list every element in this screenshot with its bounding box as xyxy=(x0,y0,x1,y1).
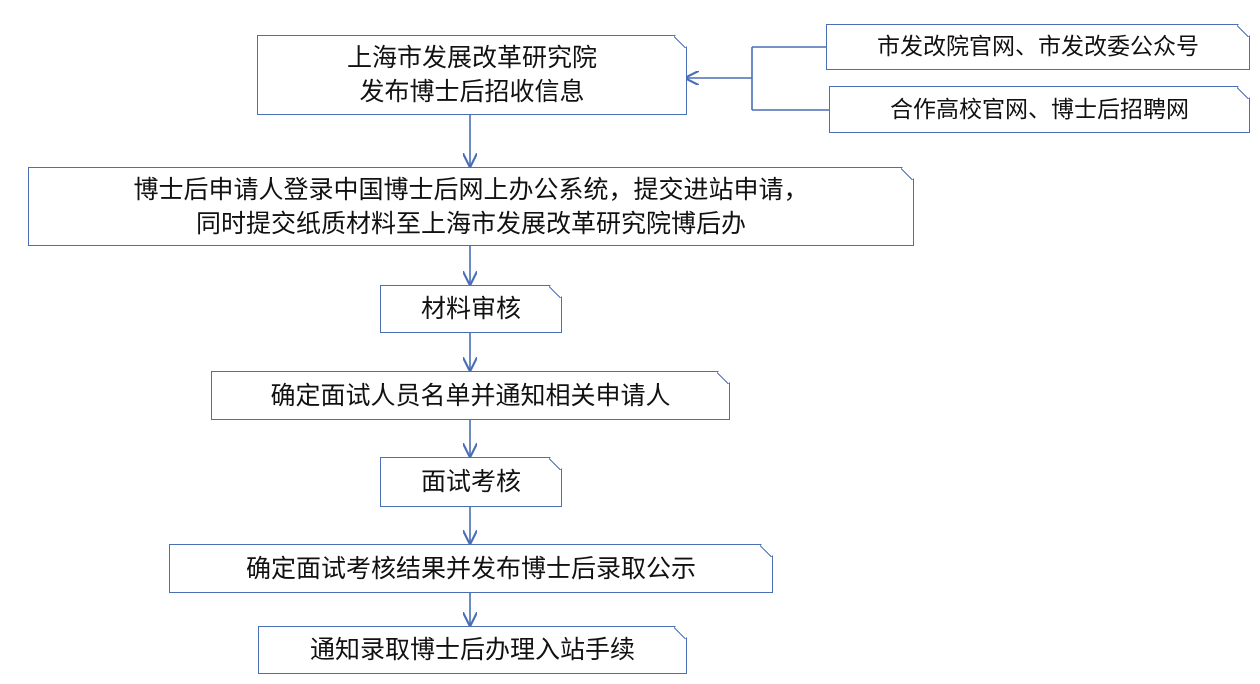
node-release-info: 上海市发展改革研究院 发布博士后招收信息 xyxy=(257,35,687,115)
node-source-university-sites: 合作高校官网、博士后招聘网 xyxy=(829,86,1250,133)
node-result-announcement: 确定面试考核结果并发布博士后录取公示 xyxy=(169,544,773,593)
node-interview-shortlist: 确定面试人员名单并通知相关申请人 xyxy=(211,371,730,420)
node-result-announcement-label: 确定面试考核结果并发布博士后录取公示 xyxy=(245,553,696,583)
node-interview-assessment: 面试考核 xyxy=(380,457,562,507)
node-source-official-sites: 市发改院官网、市发改委公众号 xyxy=(826,24,1250,70)
node-material-review-label: 材料审核 xyxy=(420,294,521,323)
source-connector xyxy=(686,46,829,111)
node-admission-notice: 通知录取博士后办理入站手续 xyxy=(258,626,687,674)
node-release-info-label: 上海市发展改革研究院 发布博士后招收信息 xyxy=(346,43,597,106)
node-material-review: 材料审核 xyxy=(380,285,562,333)
node-submit-application: 博士后申请人登录中国博士后网上办公系统，提交进站申请， 同时提交纸质材料至上海市… xyxy=(28,167,914,246)
node-admission-notice-label: 通知录取博士后办理入站手续 xyxy=(309,635,635,664)
node-source-official-sites-label: 市发改院官网、市发改委公众号 xyxy=(877,34,1199,60)
node-source-university-sites-label: 合作高校官网、博士后招聘网 xyxy=(890,96,1189,123)
node-interview-shortlist-label: 确定面试人员名单并通知相关申请人 xyxy=(270,380,671,410)
node-submit-application-label: 博士后申请人登录中国博士后网上办公系统，提交进站申请， 同时提交纸质材料至上海市… xyxy=(133,174,809,238)
node-interview-assessment-label: 面试考核 xyxy=(420,467,521,496)
